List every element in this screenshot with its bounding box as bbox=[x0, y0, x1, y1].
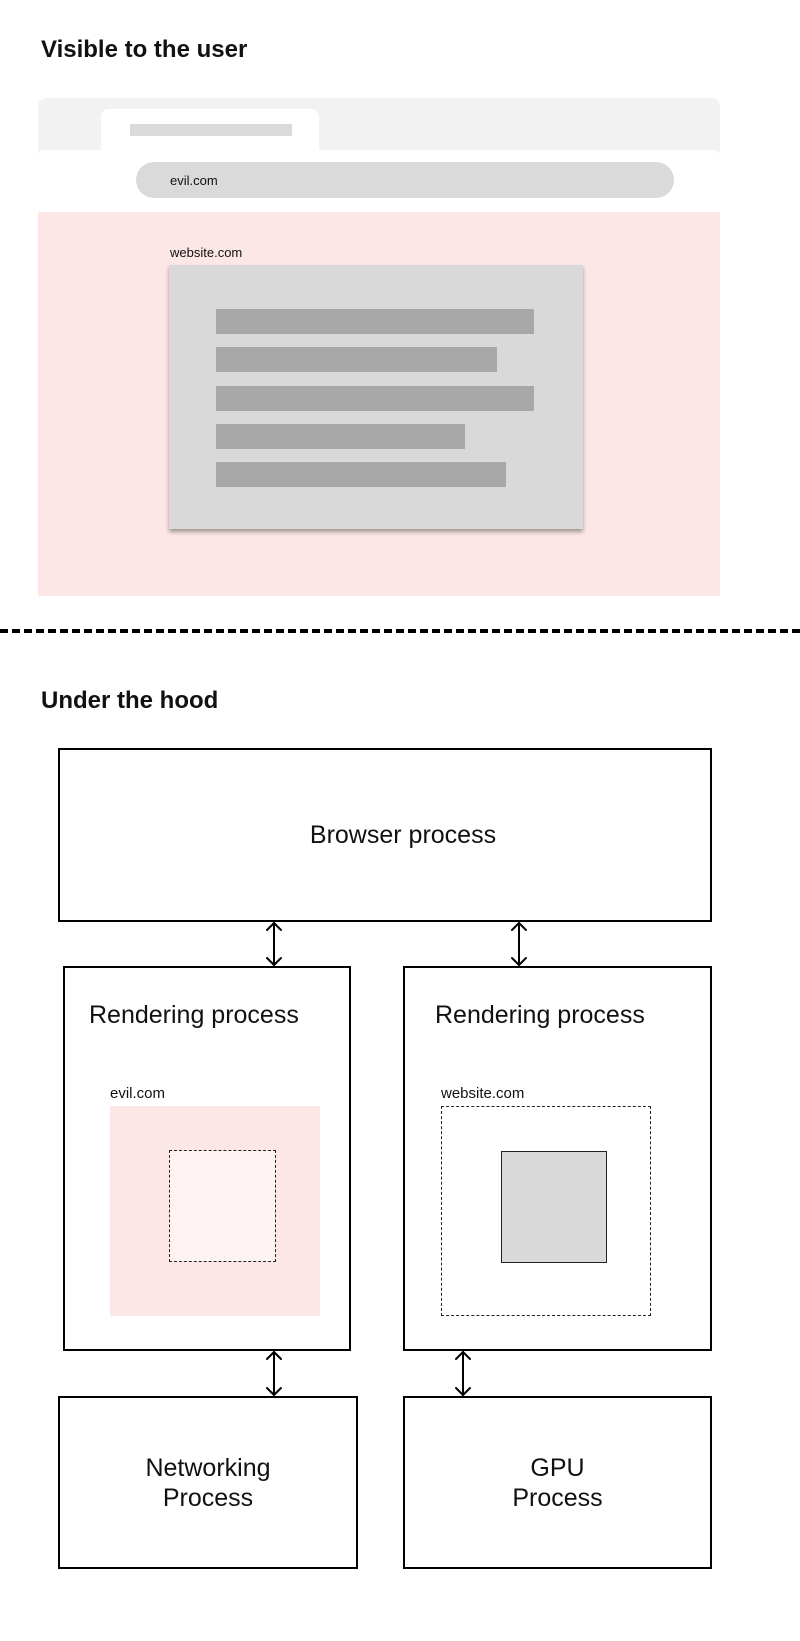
networking-process-box: Networking Process bbox=[58, 1396, 358, 1569]
arrow-render-right-to-gpu bbox=[455, 1351, 471, 1396]
gpu-process-label-line2: Process bbox=[512, 1483, 603, 1512]
gpu-process-label-line1: GPU bbox=[530, 1453, 585, 1482]
tab-title-placeholder bbox=[130, 124, 292, 136]
embedded-frame-label: website.com bbox=[170, 245, 243, 260]
evil-site-label: evil.com bbox=[110, 1085, 166, 1102]
networking-process-label-line1: Networking bbox=[145, 1453, 271, 1482]
embedded-frame-placeholder bbox=[169, 1150, 276, 1262]
browser-tab[interactable] bbox=[101, 109, 319, 157]
embedded-website-frame bbox=[169, 265, 583, 529]
evil-site-frame bbox=[110, 1106, 320, 1316]
text-line bbox=[216, 386, 534, 411]
text-line bbox=[216, 309, 534, 334]
visible-to-user-heading: Visible to the user bbox=[41, 36, 248, 63]
rendering-process-left-box: Rendering process evil.com bbox=[63, 966, 351, 1351]
website-site-label: website.com bbox=[441, 1085, 525, 1102]
arrow-browser-to-render-left bbox=[266, 922, 282, 966]
url-bar[interactable]: evil.com bbox=[136, 162, 674, 198]
gpu-process-box: GPU Process bbox=[403, 1396, 712, 1569]
url-text: evil.com bbox=[170, 172, 218, 188]
website-frame-placeholder bbox=[441, 1106, 651, 1316]
browser-process-label: Browser process bbox=[309, 821, 497, 849]
browser-window: evil.com website.com bbox=[38, 98, 720, 596]
text-line bbox=[216, 462, 506, 487]
browser-toolbar: evil.com bbox=[38, 150, 720, 212]
website-content-frame bbox=[501, 1151, 607, 1263]
rendering-process-left-title: Rendering process bbox=[89, 1001, 299, 1029]
text-line bbox=[216, 424, 465, 449]
arrow-browser-to-render-right bbox=[511, 922, 527, 966]
arrow-render-left-to-networking bbox=[266, 1351, 282, 1396]
rendering-process-right-box: Rendering process website.com bbox=[403, 966, 712, 1351]
networking-process-label-line2: Process bbox=[162, 1483, 254, 1512]
rendering-process-right-title: Rendering process bbox=[435, 1001, 645, 1029]
browser-process-box: Browser process bbox=[58, 748, 712, 922]
evil-page-content: website.com bbox=[38, 212, 720, 596]
section-divider bbox=[0, 629, 800, 633]
under-the-hood-heading: Under the hood bbox=[41, 687, 219, 714]
text-line bbox=[216, 347, 497, 372]
